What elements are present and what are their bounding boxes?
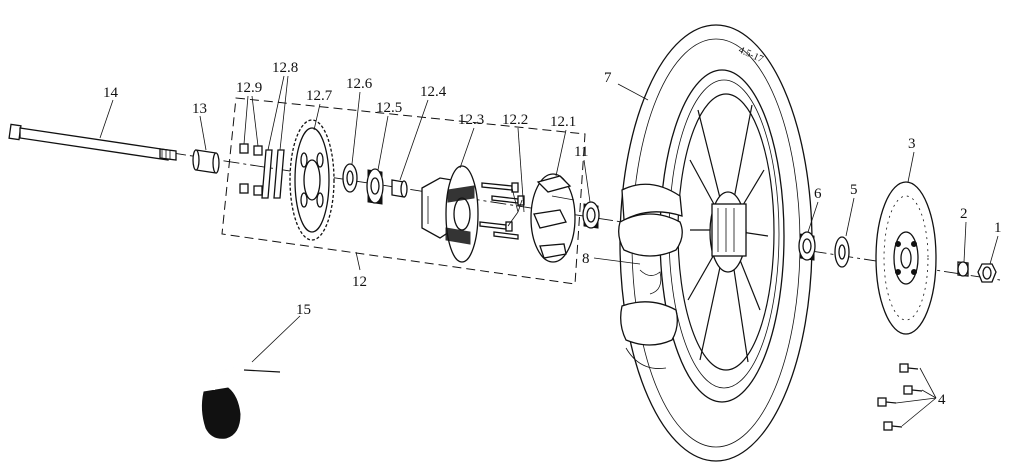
rear-wheel: 4.5-17	[618, 24, 813, 462]
hub-bearing	[366, 168, 384, 205]
callout-12-2: 12.2	[502, 112, 528, 128]
callout-12-4: 12.4	[420, 84, 447, 100]
callout-12-3: 12.3	[458, 112, 484, 128]
left-wheel-bearing	[582, 201, 600, 229]
callout-15: 15	[296, 302, 311, 318]
callout-12-8: 12.8	[272, 60, 298, 76]
callout-12-1: 12.1	[550, 114, 576, 130]
callout-11: 11	[574, 144, 588, 160]
callout-4: 4	[938, 392, 946, 408]
callout-labels: 14 13 12.9 12.8 12.7 12.6 12.5 12.4 12.3…	[103, 60, 1002, 408]
brake-disc	[875, 181, 937, 335]
rubber-damper	[530, 173, 576, 263]
hub-bushing	[391, 179, 408, 198]
axle-spacer	[192, 149, 220, 174]
callout-2: 2	[960, 206, 968, 222]
callout-12-9: 12.9	[236, 80, 262, 96]
right-wheel-bearing	[798, 231, 816, 261]
sprocket-nuts	[239, 143, 263, 196]
axle-nut	[977, 263, 997, 283]
tire-cross-section	[621, 183, 683, 222]
callout-13: 13	[192, 101, 207, 117]
callout-7: 7	[604, 70, 612, 86]
hub-studs	[479, 182, 525, 240]
callout-1: 1	[994, 220, 1002, 236]
hub-assembly-group-box	[221, 97, 586, 285]
disc-bolts	[877, 363, 923, 431]
callout-14: 14	[103, 85, 119, 101]
right-oil-seal	[834, 236, 850, 268]
callout-12-5: 12.5	[376, 100, 402, 116]
callout-6: 6	[814, 186, 822, 202]
oil-seal	[342, 163, 358, 193]
callout-8: 8	[582, 251, 590, 267]
callout-5: 5	[850, 182, 858, 198]
callout-3: 3	[908, 136, 916, 152]
axle	[8, 123, 177, 161]
rear-sprocket	[289, 119, 335, 241]
axle-washer	[957, 261, 969, 277]
callout-12: 12	[352, 274, 367, 290]
sprocket-hub	[421, 165, 479, 263]
callout-12-7: 12.7	[306, 88, 333, 104]
leader-lines	[99, 75, 999, 427]
callout-12-6: 12.6	[346, 76, 373, 92]
lock-plates	[261, 149, 285, 199]
tire-valve	[201, 367, 281, 439]
